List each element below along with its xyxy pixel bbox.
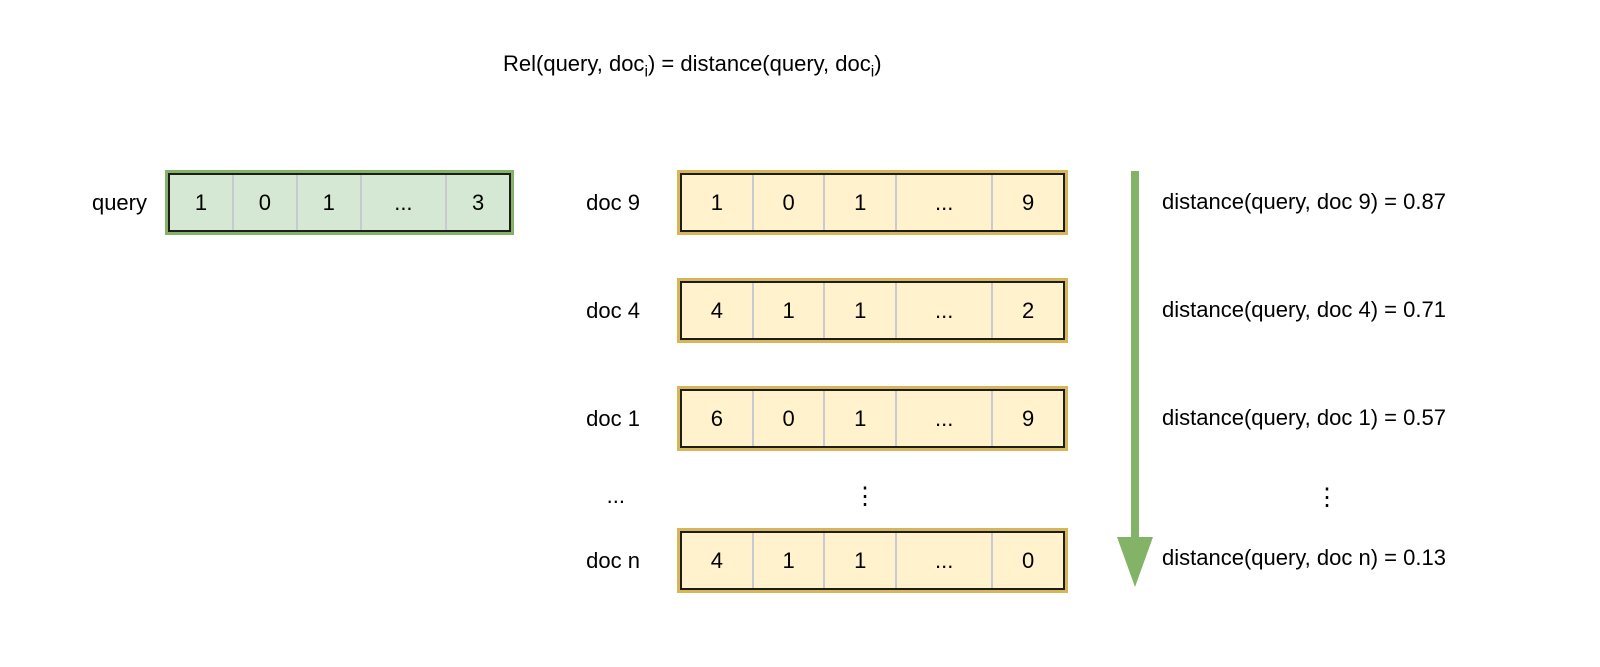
vector-cell: 1 bbox=[823, 391, 895, 446]
doc-vector-inner: 4 1 1 ... 2 bbox=[680, 281, 1065, 340]
doc-vector-inner: 1 0 1 ... 9 bbox=[680, 173, 1065, 232]
vector-cell: 9 bbox=[991, 391, 1063, 446]
vector-cell: 1 bbox=[751, 283, 824, 338]
vector-cell: 1 bbox=[295, 175, 360, 230]
vector-cell: 2 bbox=[991, 283, 1063, 338]
vector-cell: 1 bbox=[751, 533, 824, 588]
doc-label: doc n bbox=[586, 548, 640, 573]
doc-label: doc 1 bbox=[586, 406, 640, 431]
formula-part: ) bbox=[874, 51, 882, 76]
query-label: query bbox=[91, 190, 147, 215]
vector-cell: 0 bbox=[751, 391, 824, 446]
doc-vector: 1 0 1 ... 9 bbox=[677, 170, 1068, 235]
vector-cell: 0 bbox=[231, 175, 296, 230]
formula-subscript: i bbox=[644, 63, 648, 81]
doc-vector: 4 1 1 ... 2 bbox=[677, 278, 1068, 343]
formula-part: ) = distance(query, doc bbox=[647, 51, 871, 76]
vector-cell: 0 bbox=[751, 175, 824, 230]
vector-cell: 1 bbox=[823, 175, 895, 230]
formula-title: Rel(query, doci) = distance(query, doci) bbox=[503, 50, 882, 86]
vector-column-ellipsis: ⋮ bbox=[853, 483, 877, 510]
vector-cell-ellipsis: ... bbox=[359, 175, 446, 230]
distance-text: distance(query, doc 4) = 0.71 bbox=[1162, 297, 1446, 322]
query-vector-inner: 1 0 1 ... 3 bbox=[168, 173, 511, 232]
distance-text: distance(query, doc 9) = 0.87 bbox=[1162, 189, 1446, 214]
vector-cell: 4 bbox=[710, 297, 723, 323]
distance-column-ellipsis: ⋮ bbox=[1315, 484, 1339, 511]
vector-cell-ellipsis: ... bbox=[895, 391, 991, 446]
vector-cell: 4 bbox=[710, 547, 723, 573]
vector-cell: 1 bbox=[823, 283, 895, 338]
vector-cell-ellipsis: ... bbox=[895, 533, 991, 588]
vector-cell: 9 bbox=[991, 175, 1063, 230]
formula-subscript: i bbox=[870, 63, 875, 81]
query-vector: 1 0 1 ... 3 bbox=[165, 170, 514, 235]
ellipsis-row-label: ... bbox=[606, 483, 625, 508]
formula-part: Rel(query, doc bbox=[503, 51, 645, 76]
vector-cell: 0 bbox=[991, 533, 1063, 588]
distance-text: distance(query, doc 1) = 0.57 bbox=[1162, 405, 1446, 430]
doc-vector: 6 0 1 ... 9 bbox=[677, 386, 1068, 451]
vector-cell: 1 bbox=[194, 189, 208, 215]
vector-cell: 6 bbox=[710, 405, 723, 431]
vector-cell: 1 bbox=[823, 533, 895, 588]
doc-vector: 4 1 1 ... 0 bbox=[677, 528, 1068, 593]
distance-text: distance(query, doc n) = 0.13 bbox=[1162, 545, 1446, 570]
vector-cell-ellipsis: ... bbox=[895, 283, 991, 338]
doc-vector-inner: 4 1 1 ... 0 bbox=[680, 531, 1065, 590]
ranking-arrow bbox=[1110, 166, 1160, 596]
vector-cell: 3 bbox=[445, 175, 509, 230]
doc-label: doc 4 bbox=[586, 298, 640, 323]
vector-cell-ellipsis: ... bbox=[895, 175, 991, 230]
arrow-down-icon bbox=[1117, 171, 1153, 587]
vector-cell: 1 bbox=[710, 189, 723, 215]
doc-vector-inner: 6 0 1 ... 9 bbox=[680, 389, 1065, 448]
doc-label: doc 9 bbox=[586, 190, 640, 215]
